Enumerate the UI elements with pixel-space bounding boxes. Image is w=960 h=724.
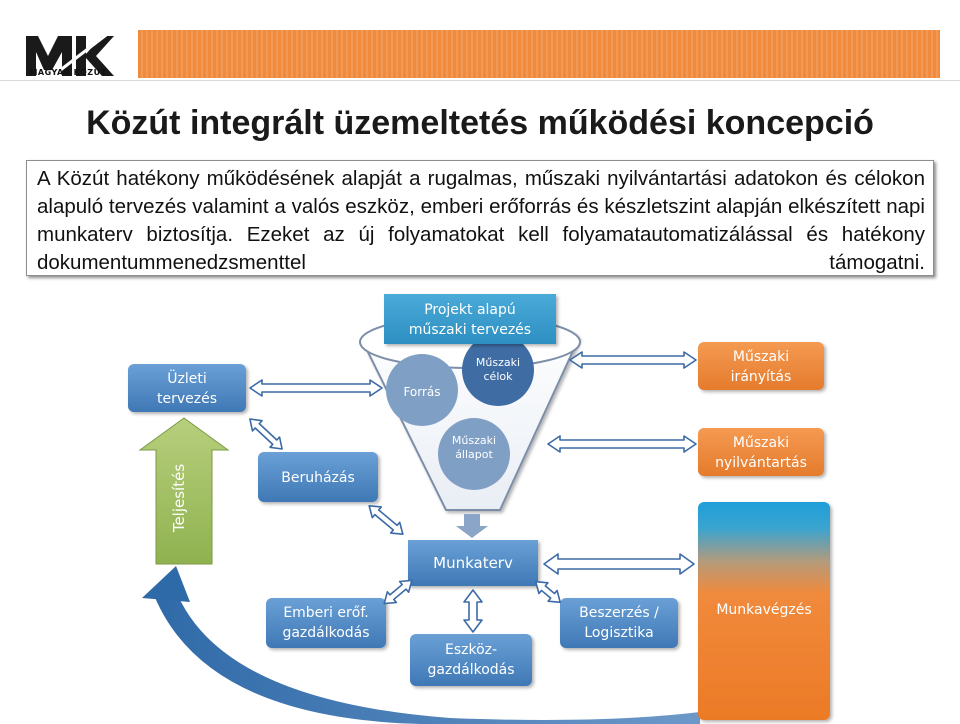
page-title: Közút integrált üzemeltetés működési kon…: [86, 104, 874, 142]
celok-circle: Műszaki célok: [462, 334, 534, 406]
emberi-label-1: Emberi erőf.: [283, 605, 368, 621]
eszkoz-label-2: gazdálkodás: [427, 662, 514, 678]
munkavegzes-label: Munkavégzés: [716, 602, 811, 618]
beruhazas-box: Beruházás: [258, 452, 378, 502]
arrow-beruhazas-munkaterv: [368, 505, 404, 535]
beszerzes-label-2: Logisztika: [584, 625, 653, 641]
eszkoz-label-1: Eszköz-: [445, 642, 497, 658]
celok-label-1: Műszaki: [476, 356, 520, 369]
celok-label-2: célok: [484, 370, 514, 383]
arrow-munkaterv-beszerzes: [534, 580, 562, 604]
allapot-circle: Műszaki állapot: [438, 418, 510, 490]
nyilvantartas-box: Műszaki nyilvántartás: [698, 428, 824, 476]
uzleti-label-1: Üzleti: [167, 369, 206, 387]
intro-text: A Közút hatékony működésének alapját a r…: [37, 167, 925, 274]
iranyitas-box: Műszaki irányítás: [698, 342, 824, 390]
emberi-box: Emberi erőf. gazdálkodás: [266, 598, 386, 648]
nyilvantartas-label-1: Műszaki: [733, 435, 789, 451]
arrow-uzleti-beruhazas: [249, 418, 283, 450]
munkaterv-box: Munkaterv: [408, 540, 538, 586]
uzleti-box: Üzleti tervezés: [128, 364, 246, 412]
allapot-label-2: állapot: [455, 448, 493, 461]
header-banner: [138, 30, 940, 78]
arrow-funnel-iranyitas: [569, 351, 697, 369]
eszkoz-box: Eszköz- gazdálkodás: [410, 634, 532, 686]
uzleti-label-2: tervezés: [157, 391, 217, 407]
magyar-kozut-logo: [26, 30, 114, 80]
munkavegzes-box: Munkavégzés: [698, 502, 830, 720]
emberi-label-2: gazdálkodás: [282, 625, 369, 641]
beszerzes-label-1: Beszerzés /: [579, 605, 659, 621]
arrow-funnel-nyilvantartas: [547, 435, 697, 453]
beruhazas-label: Beruházás: [281, 470, 355, 486]
arrow-munkaterv-eszkoz: [463, 589, 483, 633]
iranyitas-label-2: irányítás: [731, 369, 792, 385]
forras-label: Forrás: [403, 385, 440, 399]
process-diagram: Forrás Műszaki célok Műszaki állapot Pro…: [128, 294, 830, 724]
munkaterv-label: Munkaterv: [433, 554, 513, 572]
arrow-munkaterv-munkavegzes: [543, 553, 695, 575]
feedback-curve-arrowhead: [142, 566, 190, 602]
intro-box: A Közút hatékony működésének alapját a r…: [26, 160, 934, 276]
projekt-box: Projekt alapú műszaki tervezés: [384, 294, 556, 344]
teljesites-arrow: Teljesítés: [138, 417, 230, 565]
projekt-label-1: Projekt alapú: [424, 302, 516, 318]
arrow-munkaterv-emberi: [383, 579, 413, 605]
funnel-down-arrow: [456, 514, 488, 538]
feedback-curve-arrow: [152, 580, 700, 724]
iranyitas-label-1: Műszaki: [733, 349, 789, 365]
arrow-uzleti-funnel: [249, 379, 383, 397]
header-divider: [0, 80, 960, 81]
nyilvantartas-label-2: nyilvántartás: [715, 455, 807, 471]
logo-caption: MAGYAR KÖZÚT: [29, 68, 107, 77]
beszerzes-box: Beszerzés / Logisztika: [560, 598, 678, 648]
allapot-label-1: Műszaki: [452, 434, 496, 447]
teljesites-label: Teljesítés: [170, 464, 188, 533]
projekt-label-2: műszaki tervezés: [409, 322, 531, 338]
forras-circle: Forrás: [386, 354, 458, 426]
